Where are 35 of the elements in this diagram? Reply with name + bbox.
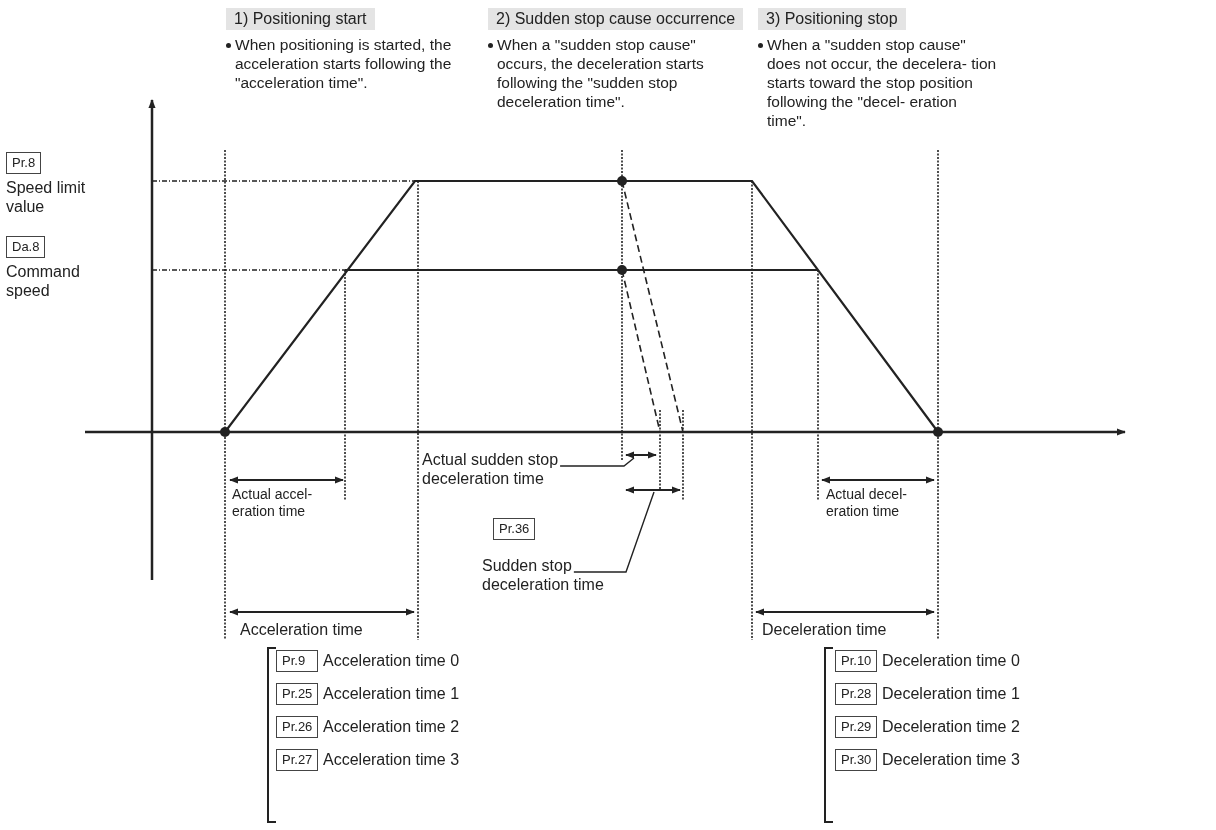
parameter-box: Pr.29: [835, 716, 877, 738]
annotation-text: Actual sudden stop deceleration time: [422, 450, 560, 488]
parameter-box: Pr.25: [276, 683, 318, 705]
parameter-name: Deceleration time 3: [882, 751, 1020, 769]
parameter-box: Pr.10: [835, 650, 877, 672]
parameter-name: Acceleration time 2: [323, 718, 460, 736]
parameter-name: Acceleration time 3: [323, 751, 460, 769]
parameter-box: Pr.30: [835, 749, 877, 771]
parameter-box: Pr.8: [6, 152, 42, 174]
axis-label: Command speed: [6, 262, 81, 300]
leader-line: [559, 457, 635, 467]
parameter-box: Pr.26: [276, 716, 318, 738]
parameter-name: Acceleration time 0: [323, 652, 460, 670]
parameter-box: Pr.9: [276, 650, 318, 672]
dimension-label: Actual accel- eration time: [232, 486, 314, 520]
bullet-note: When positioning is started, the acceleration starts following the "acceleration time".: [235, 35, 453, 92]
dimension-label: Actual decel- eration time: [826, 486, 908, 520]
annotation-text: Sudden stop deceleration time: [482, 556, 605, 594]
bullet-note: When a "sudden stop cause" occurs, the deceleration starts following the "sudden stop deceleration time".: [497, 35, 705, 111]
dimension-label: Deceleration time: [762, 620, 888, 639]
parameter-name: Deceleration time 2: [882, 718, 1020, 736]
axis-label: Speed limit value: [6, 178, 87, 216]
dimension-label: Acceleration time: [240, 620, 364, 639]
parameter-box: Da.8: [6, 236, 46, 258]
parameter-box: Pr.28: [835, 683, 877, 705]
parameter-name: Deceleration time 1: [882, 685, 1020, 703]
parameter-name: Deceleration time 0: [882, 652, 1020, 670]
parameter-box: Pr.27: [276, 749, 318, 771]
step-heading: 3) Positioning stop: [758, 8, 906, 30]
leader-line: [573, 491, 655, 573]
bullet-note: When a "sudden stop cause" does not occur, the decelera- tion starts toward the stop position following the "decel- eration time".: [767, 35, 998, 130]
step-heading: 1) Positioning start: [226, 8, 375, 30]
step-heading: 2) Sudden stop cause occurrence: [488, 8, 744, 30]
parameter-name: Acceleration time 1: [323, 685, 460, 703]
parameter-box: Pr.36: [493, 518, 536, 540]
